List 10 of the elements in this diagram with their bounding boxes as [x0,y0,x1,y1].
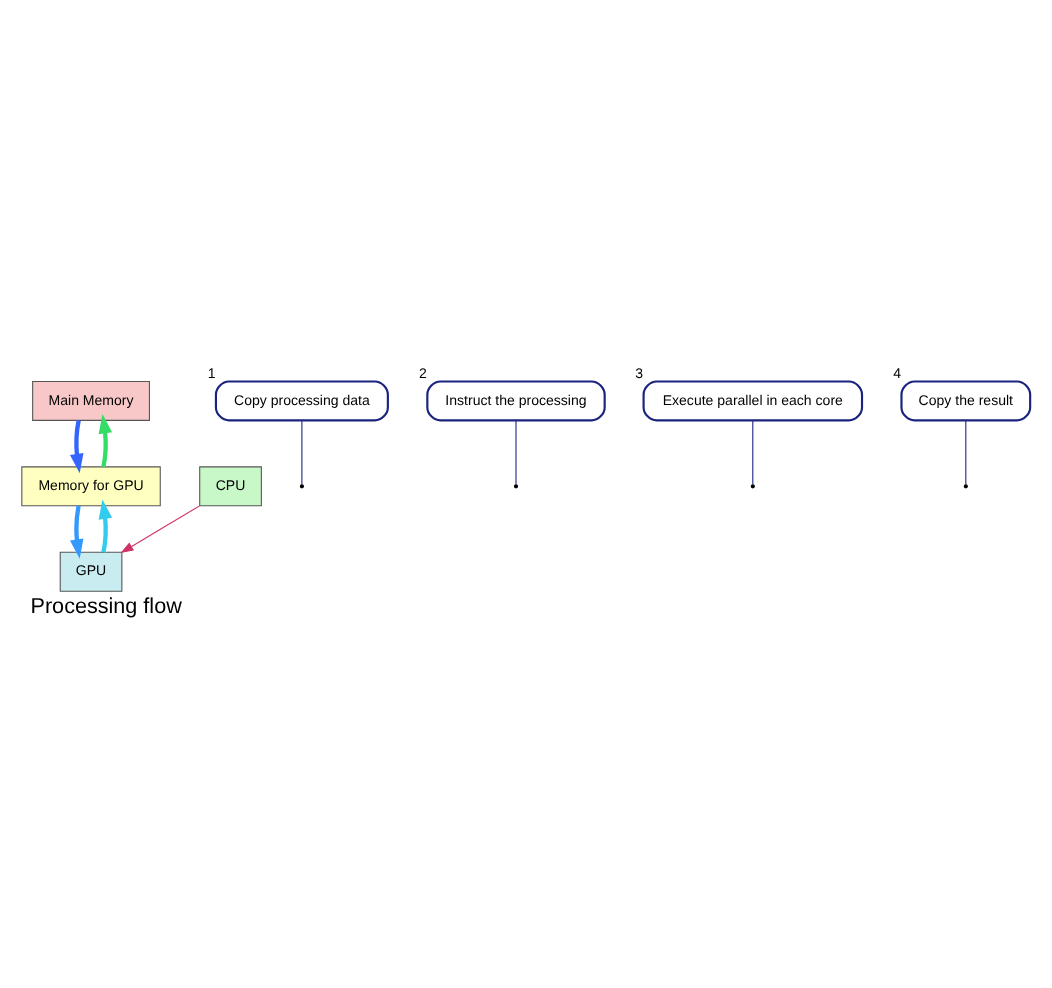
connector [965,418,967,485]
arrow [69,419,84,473]
arrow [120,504,201,553]
connector [515,418,517,485]
connector [301,418,303,485]
arrow [69,504,84,558]
arrow [98,413,113,467]
arrow [98,498,113,552]
caption: Processing flow [30,593,182,618]
connector [752,418,754,485]
